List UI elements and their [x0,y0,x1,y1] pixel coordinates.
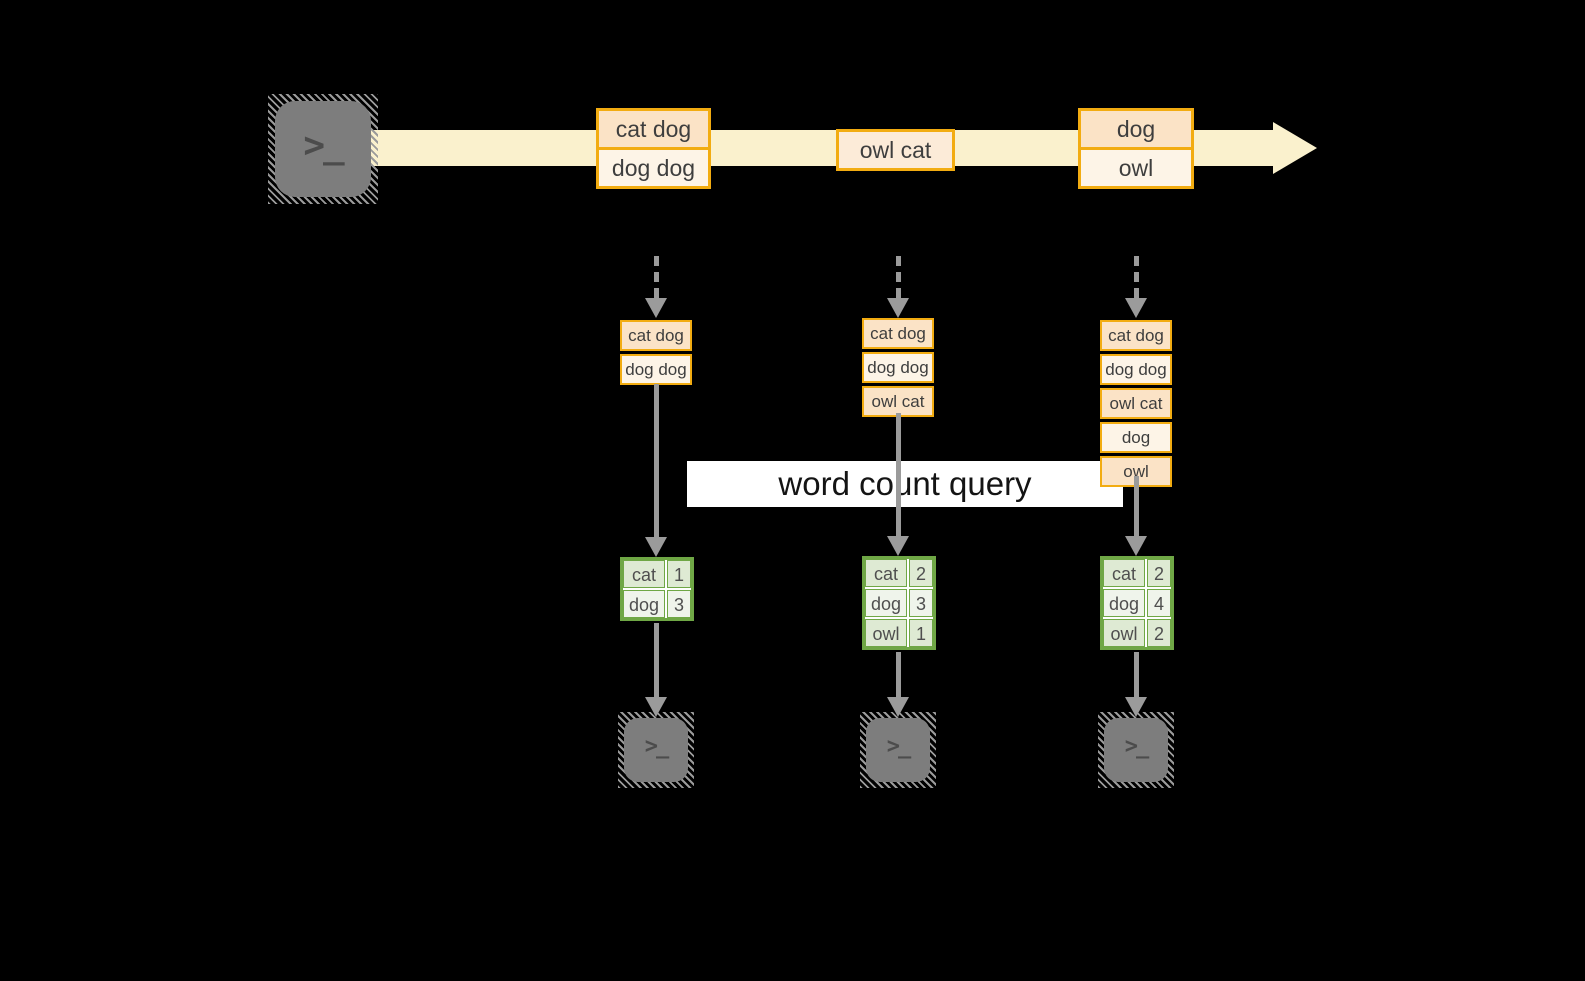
buffer-stack: cat dog dog dog owl cat dog owl [1100,320,1172,487]
wordcount-table: cat 2 dog 4 owl 2 [1100,556,1174,650]
stream-batch: owl cat [836,129,955,171]
terminal-sink-icon: >_ [860,712,936,788]
terminal-sink-icon: >_ [618,712,694,788]
count-cell: 4 [1147,589,1171,617]
stream-arrowhead-icon [1273,122,1317,174]
count-cell: 2 [909,559,933,587]
terminal-screen: >_ [275,101,371,197]
batch-line: cat dog [599,111,708,147]
batch-line: owl cat [839,132,952,168]
word-cell: cat [1103,559,1145,587]
query-banner-label: word count query [778,465,1032,502]
buffer-line: owl cat [1100,388,1172,419]
word-cell: dog [865,589,907,617]
buffer-line: cat dog [1100,320,1172,351]
word-cell: owl [865,619,907,647]
count-cell: 2 [1147,559,1171,587]
batch-line: dog dog [599,147,708,186]
terminal-source-icon: >_ [268,94,378,204]
batch-line: owl [1081,147,1191,186]
count-cell: 3 [909,589,933,617]
stream-batch: cat dog dog dog [596,108,711,189]
buffer-line: cat dog [862,318,934,349]
buffer-line: dog dog [862,352,934,383]
terminal-prompt-glyph: >_ [303,124,344,166]
terminal-screen: >_ [866,718,930,782]
buffer-line: dog [1100,422,1172,453]
wordcount-table: cat 2 dog 3 owl 1 [862,556,936,650]
word-cell: cat [623,560,665,588]
terminal-prompt-glyph: >_ [886,733,911,759]
terminal-prompt-glyph: >_ [1124,733,1149,759]
terminal-screen: >_ [624,718,688,782]
batch-line: dog [1081,111,1191,147]
query-banner: word count query [687,461,1123,507]
word-cell: dog [1103,589,1145,617]
buffer-line: dog dog [1100,354,1172,385]
terminal-prompt-glyph: >_ [644,733,669,759]
word-cell: dog [623,590,665,618]
count-cell: 1 [667,560,691,588]
buffer-line: dog dog [620,354,692,385]
buffer-stack: cat dog dog dog owl cat [862,318,934,417]
count-cell: 2 [1147,619,1171,647]
count-cell: 1 [909,619,933,647]
word-cell: owl [1103,619,1145,647]
word-cell: cat [865,559,907,587]
terminal-screen: >_ [1104,718,1168,782]
terminal-sink-icon: >_ [1098,712,1174,788]
buffer-stack: cat dog dog dog [620,320,692,385]
count-cell: 3 [667,590,691,618]
stream-batch: dog owl [1078,108,1194,189]
buffer-line: cat dog [620,320,692,351]
wordcount-table: cat 1 dog 3 [620,557,694,621]
